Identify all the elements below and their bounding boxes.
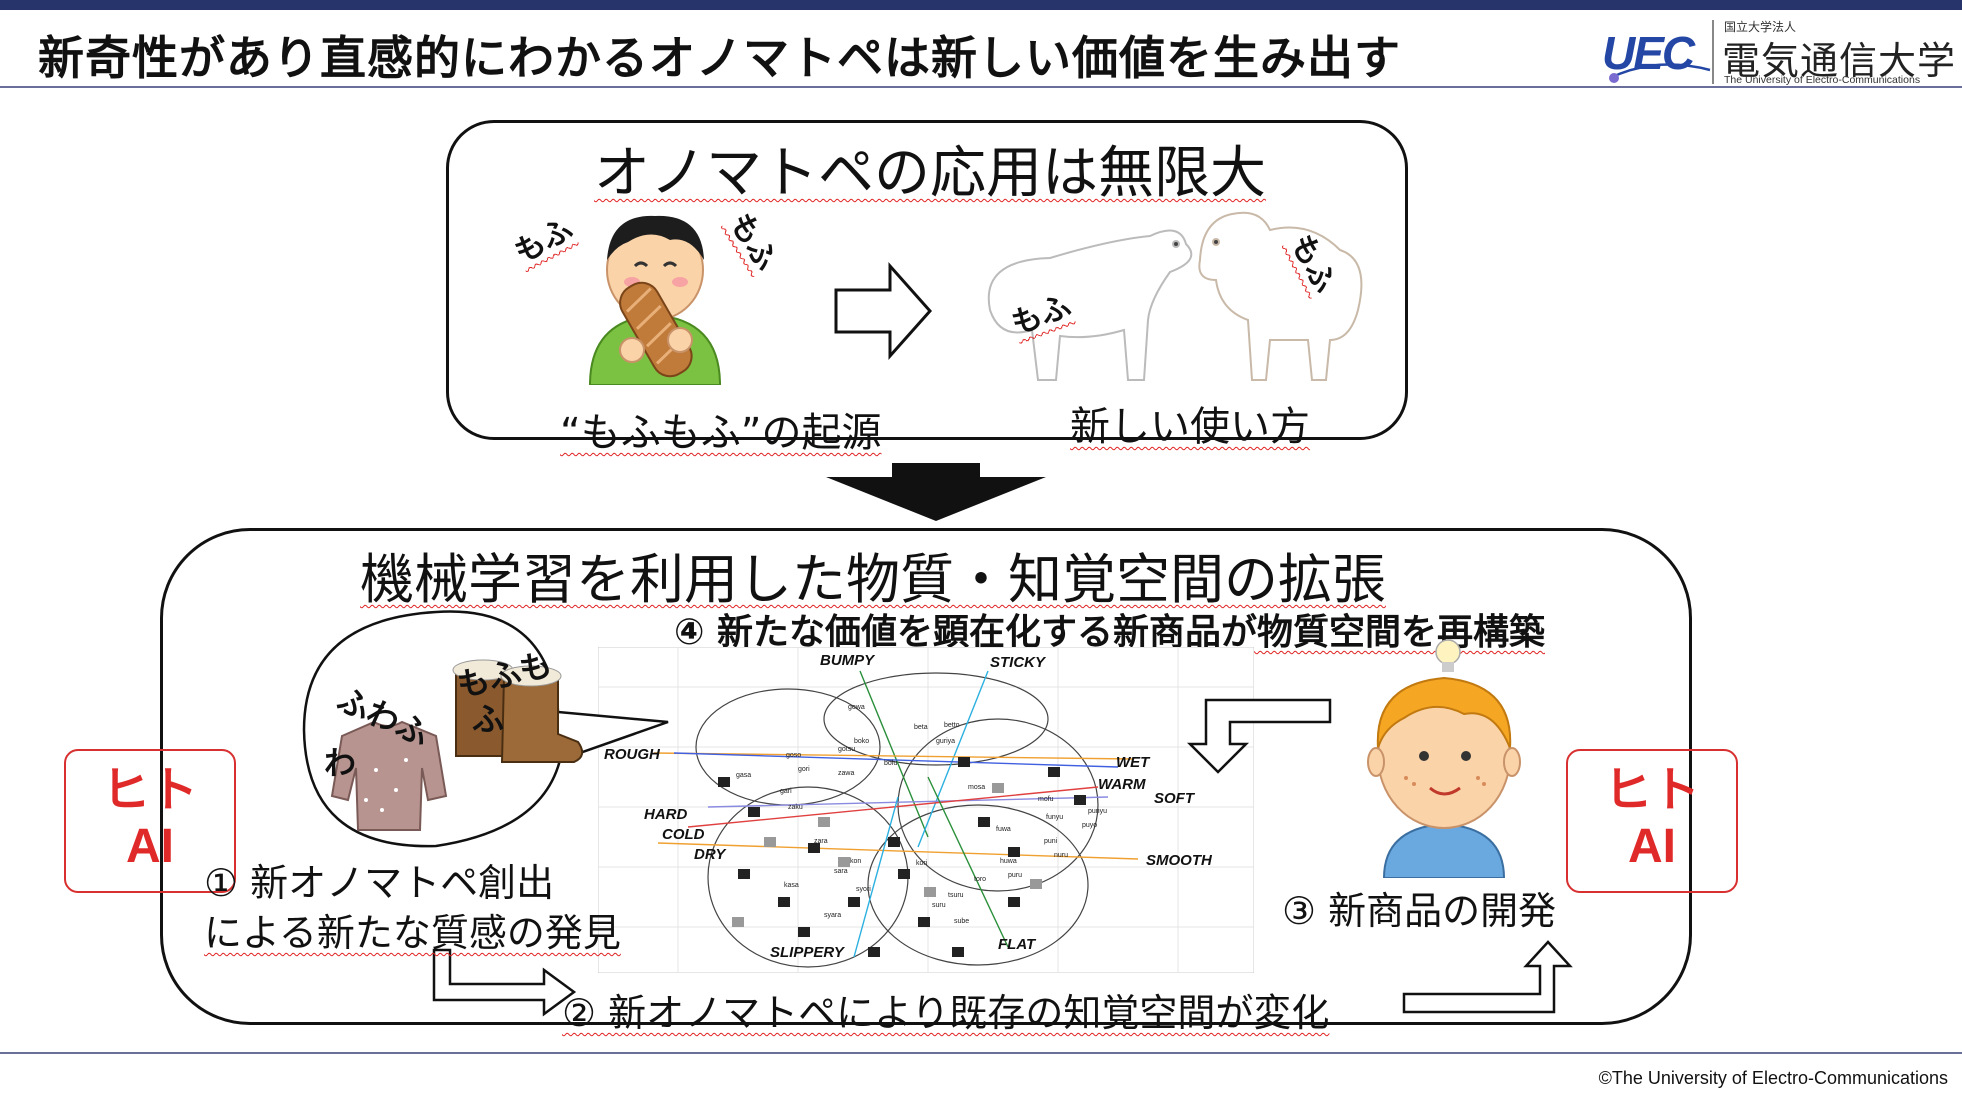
hito-label: ヒト <box>1603 764 1700 817</box>
application-panel <box>446 120 1408 440</box>
plot-word: zara <box>814 838 828 845</box>
copyright-text: ©The University of Electro-Communication… <box>1598 1068 1948 1088</box>
axis-label-bumpy: BUMPY <box>820 652 876 669</box>
boots-illustration <box>452 659 584 763</box>
plot-word: bolu <box>884 760 897 767</box>
title-divider <box>0 86 1962 88</box>
hito-ai-badge-left: ヒト AI <box>64 749 236 893</box>
plot-word: tsuru <box>948 892 964 899</box>
axis-label-soft: SOFT <box>1154 790 1196 807</box>
step1-text-line2: による新たな質感の発見 <box>204 911 621 955</box>
step3-text: ③ 新商品の開発 <box>1282 889 1557 933</box>
flow-arrow-step1-to-step2 <box>432 948 577 1017</box>
axis-label-cold: COLD <box>662 826 705 843</box>
logo-university-name: 電気通信大学 <box>1722 39 1957 83</box>
bubble-word-fu: ふ <box>472 700 505 738</box>
plot-word: mosa <box>968 784 985 791</box>
plot-word: nuru <box>1054 852 1068 859</box>
boy-eating-bread-illustration <box>588 215 722 385</box>
axis-label-smooth: SMOOTH <box>1146 852 1213 869</box>
plot-word: kon <box>850 858 861 865</box>
step4-text: ④ 新たな価値を顕在化する新商品が物質空間を再構築 <box>674 612 1546 653</box>
ml-expansion-panel <box>160 528 1692 1025</box>
footer-divider <box>0 1052 1962 1054</box>
axis-label-slippery: SLIPPERY <box>770 944 846 961</box>
right-arrow-icon <box>834 262 933 360</box>
plot-word: puyo <box>1082 822 1097 829</box>
logo-divider <box>1712 20 1714 84</box>
plot-word: boko <box>854 738 869 745</box>
dog-and-sheep-illustration <box>987 211 1363 381</box>
plot-word: sube <box>954 918 969 925</box>
axis-label-sticky: STICKY <box>990 654 1047 671</box>
logo-english-name: The University of Electro-Communications <box>1724 74 1921 86</box>
axis-label-wet: WET <box>1116 754 1151 771</box>
plot-word: punyu <box>1088 808 1107 815</box>
plot-word: toro <box>974 876 986 883</box>
plot-word: syara <box>824 912 841 919</box>
plot-word: beta <box>914 724 928 731</box>
plot-word: kori <box>916 860 928 867</box>
plot-word: puni <box>1044 838 1058 845</box>
plot-word: guriya <box>936 738 955 745</box>
flow-arrow-step2-to-step3 <box>1402 940 1573 1014</box>
hito-label: ヒト <box>101 764 198 817</box>
plot-word: zawa <box>838 770 854 777</box>
sweater-illustration <box>330 720 448 831</box>
hito-ai-badge-right: ヒト AI <box>1566 749 1738 893</box>
ml-expansion-title: 機械学習を利用した物質・知覚空間の拡張 <box>360 548 1386 611</box>
plot-word: zaku <box>788 804 803 811</box>
plot-word: goso <box>786 752 801 759</box>
plot-word: funyu <box>1046 814 1063 821</box>
bubble-word-wa: わ <box>324 744 357 782</box>
new-use-caption: 新しい使い方 <box>1070 404 1310 450</box>
plot-word: huwa <box>1000 858 1017 865</box>
top-accent-bar <box>0 0 1962 10</box>
light-bulb-icon <box>1435 639 1461 665</box>
curved-back-arrow-icon <box>1186 698 1332 774</box>
ai-label: AI <box>1628 820 1676 873</box>
plot-word: betto <box>944 722 960 729</box>
step1-text-line1: ① 新オノマトペ創出 <box>204 861 555 905</box>
plot-word: syori <box>856 886 871 893</box>
axis-label-rough: ROUGH <box>604 746 661 763</box>
perceptual-space-plot: BUMPY STICKY ROUGH WET WARM SOFT HARD CO… <box>598 647 1254 973</box>
plot-word: gasa <box>736 772 751 779</box>
axis-label-hard: HARD <box>644 806 687 823</box>
origin-caption: “もふもふ”の起源 <box>560 410 882 456</box>
logo-mark: UEC <box>1602 27 1695 79</box>
plot-word: sara <box>834 868 848 875</box>
slide-title: 新奇性があり直感的にわかるオノマトペは新しい価値を生み出す <box>38 31 1401 85</box>
plot-word: gori <box>798 766 810 773</box>
boy-with-idea-illustration <box>1367 639 1521 878</box>
plot-word: kasa <box>784 882 799 889</box>
plot-word: puru <box>1008 872 1022 879</box>
plot-word: suru <box>932 902 946 909</box>
axis-label-warm: WARM <box>1098 776 1146 793</box>
step2-text: ② 新オノマトペにより既存の知覚空間が変化 <box>562 991 1330 1035</box>
speech-bubble <box>302 610 669 848</box>
plot-word: mofu <box>1038 796 1054 803</box>
down-arrow-icon <box>826 463 1046 521</box>
logo-orbit-icon <box>1609 63 1711 83</box>
ai-label: AI <box>126 820 174 873</box>
axis-label-dry: DRY <box>694 846 727 863</box>
logo-subtitle: 国立大学法人 <box>1724 20 1797 34</box>
uec-logo: UEC 国立大学法人 電気通信大学 The University of Elec… <box>1602 16 1955 86</box>
plot-word: gotsu <box>838 746 855 753</box>
plot-word: fuwa <box>996 826 1011 833</box>
axis-label-flat: FLAT <box>998 936 1037 953</box>
plot-word: gari <box>780 788 792 795</box>
plot-word: gowa <box>848 704 865 711</box>
application-panel-title: オノマトペの応用は無限大 <box>594 141 1266 206</box>
